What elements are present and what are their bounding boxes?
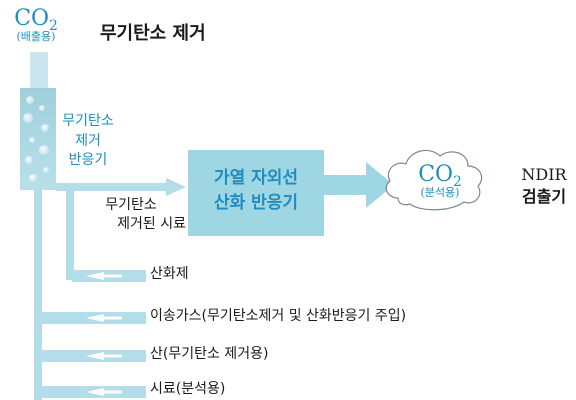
ndir-detector-label: NDIR 검출기 (512, 164, 576, 207)
sample-line (56, 183, 168, 191)
trunk-inner (66, 190, 74, 280)
input-line-sample (38, 386, 146, 398)
oxidation-reactor-line-1: 가열 자외선 (213, 168, 299, 188)
reactor-label-line-2: 제거 (75, 132, 101, 149)
co2-analysis-note: (분석용) (420, 186, 460, 200)
input-label-carrier-gas: 이송가스(무기탄소제거 및 산화반응기 주입) (150, 308, 407, 324)
exhaust-chimney (30, 52, 48, 90)
oxidation-box (188, 150, 324, 236)
co2-analysis-formula: CO (418, 162, 454, 187)
reactor-bubbles (23, 96, 49, 182)
input-line-carrier-gas (38, 312, 146, 324)
sample-arrow-head (166, 178, 186, 196)
co2-exhaust-formula: CO (14, 6, 50, 31)
input-label-sample: 시료(분석용) (150, 381, 226, 397)
input-line-acid (38, 350, 146, 362)
ndir-detector-line-1: NDIR (521, 165, 567, 184)
reactor-column (20, 88, 56, 190)
reactor-label-line-3: 반응기 (68, 152, 108, 169)
co2-exhaust-subscript: 2 (49, 17, 58, 34)
reactor-label: 무기탄소 제거 반응기 (50, 112, 126, 171)
oxidation-reactor-line-2: 산화 반응기 (213, 192, 299, 213)
co2-analysis-subscript: 2 (453, 173, 462, 190)
reactor-label-line-1: 무기탄소 (62, 113, 114, 129)
input-line-oxidant (72, 270, 146, 282)
co2-exhaust-note: (배출용) (16, 30, 56, 44)
trunk-outer (34, 188, 42, 400)
co2-exhaust-label: CO2 (배출용) (2, 6, 70, 44)
treated-sample-label: 무기탄소 제거된 시료 (76, 196, 186, 234)
co2-out-arrow (324, 162, 394, 208)
co2-analysis-label: CO2 (분석용) (398, 162, 482, 200)
treated-sample-line-1: 무기탄소 (105, 197, 157, 213)
input-label-oxidant: 산화제 (150, 266, 189, 282)
diagram-title: 무기탄소 제거 (100, 23, 206, 44)
ndir-detector-line-2: 검출기 (521, 186, 567, 206)
treated-sample-line-2: 제거된 시료 (117, 215, 186, 232)
co2-cloud (385, 149, 483, 211)
input-label-acid: 산(무기탄소 제거용) (150, 346, 269, 362)
oxidation-reactor-label: 가열 자외선 산화 반응기 (188, 166, 324, 215)
